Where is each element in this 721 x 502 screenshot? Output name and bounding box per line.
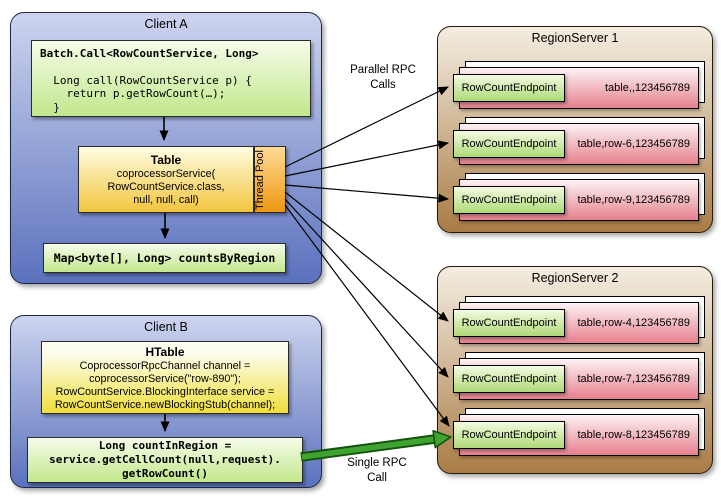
code-line: return p.getRowCount(…); <box>40 87 226 101</box>
single-rpc-label: Single RPC Call <box>347 457 407 484</box>
htable-code-line: coprocessorService("row-890"); <box>89 372 241 385</box>
rowcount-endpoint-box: RowCountEndpoint <box>453 365 565 393</box>
region-row: table,row-4,123456789 RowCountEndpoint <box>438 296 712 344</box>
table-code-line: null, null, call) <box>133 194 199 206</box>
htable-code-line: RowCountService.newBlockingStub(channel)… <box>54 398 276 411</box>
region-box: table,row-4,123456789 <box>459 302 699 344</box>
table-code-line: RowCountService.class, <box>107 181 225 193</box>
thread-pool-label: Thread Pool <box>254 149 266 210</box>
code-line: Long call(RowCountService p) { <box>40 73 252 87</box>
batch-call-box: Batch.Call<RowCountService, Long> Long c… <box>31 40 311 117</box>
region-name: table,row-9,123456789 <box>577 194 690 206</box>
rowcount-endpoint-box: RowCountEndpoint <box>453 130 565 158</box>
region-name: table,,123456789 <box>604 82 690 94</box>
region-name: table,row-6,123456789 <box>577 138 690 150</box>
regionserver-1-title: RegionServer 1 <box>531 31 619 45</box>
htable-box-title: HTable <box>145 344 185 359</box>
rowcount-endpoint-box: RowCountEndpoint <box>453 186 565 214</box>
regionserver-2-container: RegionServer 2 table,row-4,123456789 Row… <box>437 266 713 474</box>
htable-code-line: CoprocessorRpcChannel channel = <box>79 359 251 372</box>
table-box-title: Table <box>150 153 182 167</box>
code-line: } <box>40 100 60 114</box>
call-code-line: Long countInRegion = <box>98 439 232 452</box>
region-name: table,row-8,123456789 <box>577 429 690 441</box>
call-code-line: service.getCellCount(null,request). <box>49 453 281 466</box>
table-code-line: coprocessorService( <box>116 168 216 180</box>
client-a-title: Client A <box>144 17 188 31</box>
region-row: table,row-6,123456789 RowCountEndpoint <box>438 117 712 165</box>
parallel-rpc-label: Parallel RPC Calls <box>350 64 416 91</box>
region-row: table,row-8,123456789 RowCountEndpoint <box>438 408 712 456</box>
rowcount-endpoint-box: RowCountEndpoint <box>453 421 565 449</box>
single-rpc-arrow <box>300 429 452 462</box>
count-in-region-box: Long countInRegion = service.getCellCoun… <box>27 437 303 483</box>
region-row: table,row-9,123456789 RowCountEndpoint <box>438 173 712 221</box>
region-name: table,row-7,123456789 <box>577 373 690 385</box>
rowcount-endpoint-box: RowCountEndpoint <box>453 74 565 102</box>
batch-call-header: Batch.Call<RowCountService, Long> <box>40 47 259 60</box>
htable-code-line: RowCountService.BlockingInterface servic… <box>55 385 275 398</box>
table-box: Table coprocessorService( RowCountServic… <box>78 146 254 213</box>
htable-box: HTable CoprocessorRpcChannel channel = c… <box>41 341 289 414</box>
regionserver-1-container: RegionServer 1 table,,123456789 RowCount… <box>437 26 713 233</box>
rowcount-endpoint-box: RowCountEndpoint <box>453 309 565 337</box>
client-a-container: Client A Batch.Call<RowCountService, Lon… <box>10 12 322 284</box>
regionserver-2-title: RegionServer 2 <box>531 271 619 285</box>
region-row: table,row-7,123456789 RowCountEndpoint <box>438 352 712 400</box>
call-code-line: getRowCount() <box>121 467 209 480</box>
code-line <box>40 60 302 73</box>
thread-pool-box: Thread Pool <box>254 146 286 213</box>
client-b-container: Client B HTable CoprocessorRpcChannel ch… <box>10 315 322 488</box>
client-b-title: Client B <box>144 320 188 334</box>
map-result-box: Map<byte[], Long> countsByRegion <box>43 243 286 273</box>
region-row: table,,123456789 RowCountEndpoint <box>438 61 712 109</box>
region-name: table,row-4,123456789 <box>577 317 690 329</box>
